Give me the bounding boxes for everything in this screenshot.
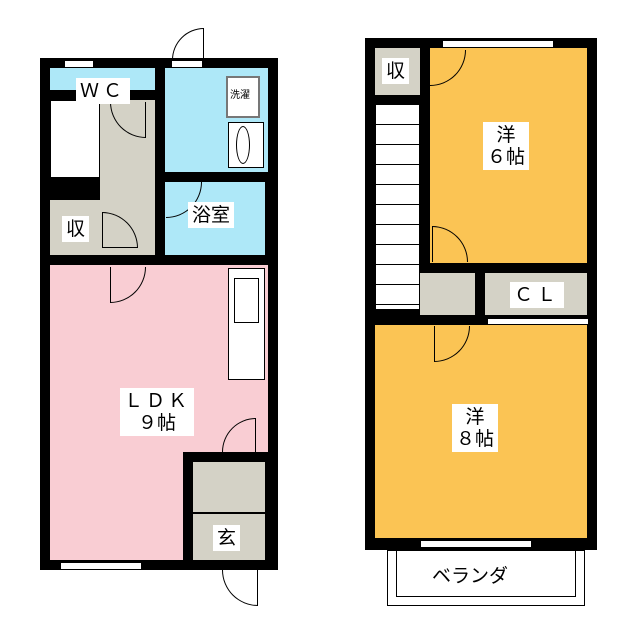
- balcony-inner: [396, 550, 576, 597]
- ldk-name: ＬＤＫ: [124, 390, 191, 412]
- label-bath: 浴室: [188, 202, 235, 228]
- window: [171, 60, 203, 68]
- room-name: 洋: [465, 406, 485, 428]
- window: [64, 60, 94, 68]
- front-door[interactable]: [222, 570, 258, 606]
- label-closet: ＣＬ: [510, 282, 565, 308]
- label-storage-2: 収: [382, 58, 410, 84]
- room-size: ６帖: [487, 146, 526, 168]
- window: [487, 318, 589, 325]
- room-name: 洋: [496, 124, 516, 146]
- balcony: [387, 550, 585, 606]
- label-wc: ＷＣ: [76, 78, 131, 104]
- window: [442, 40, 554, 48]
- sink: [234, 278, 259, 323]
- room-size: ８帖: [456, 428, 495, 450]
- label-storage-1: 収: [62, 216, 90, 242]
- door-swing[interactable]: [172, 28, 204, 60]
- window: [60, 562, 142, 570]
- hallway-floor2: [420, 273, 475, 315]
- basin-bowl: [236, 126, 250, 164]
- entrance-hall: [193, 462, 265, 512]
- label-balcony: ベランダ: [428, 563, 513, 589]
- stairs-floor2: [375, 104, 420, 310]
- stairs-floor1: [50, 100, 100, 178]
- label-washer: 洗濯: [228, 90, 252, 102]
- ldk-size: ９帖: [138, 412, 177, 434]
- label-entrance: 玄: [213, 525, 241, 551]
- window: [420, 540, 532, 548]
